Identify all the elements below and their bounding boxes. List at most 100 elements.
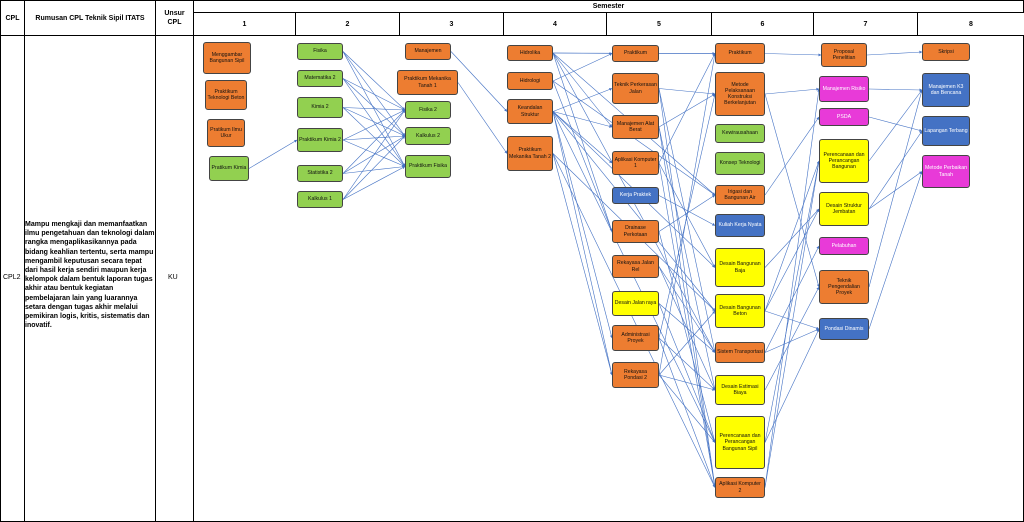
edge-s2d-s3d <box>342 134 406 141</box>
edge-s6h-s7h <box>764 310 820 330</box>
edge-s3a-s4c <box>450 51 508 112</box>
course-node-s6c: Kewirausahaan <box>715 124 765 143</box>
edge-s2f-s3e <box>342 166 406 200</box>
course-node-s5e: Kerja Praktek <box>612 187 659 204</box>
edge-s2d-s3c <box>342 109 406 141</box>
edge-s5d-s6l <box>658 162 717 488</box>
course-node-s5g: Rekayasa Jalan Rel <box>612 255 659 278</box>
edge-s2c-s3d <box>342 107 406 137</box>
edge-s3b-s4d <box>457 82 508 154</box>
edge-s2f-s3d <box>342 135 406 200</box>
edge-s4c-s6h <box>552 111 716 312</box>
edge-s7g-s8b <box>868 89 923 288</box>
edge-s5i-s6l <box>658 337 716 488</box>
course-node-s5d: Aplikasi Komputer 1 <box>612 151 659 175</box>
course-node-s1a: Menggambar Bangunan Sipil <box>203 42 251 74</box>
edge-s7b-s8b <box>868 88 923 92</box>
edge-s5i-s6j <box>658 337 716 391</box>
edge-s7e-s8d <box>868 171 923 210</box>
course-node-s5j: Rekayasa Pondasi 2 <box>612 362 659 388</box>
course-node-s2c: Kimia 2 <box>297 97 343 118</box>
edge-s6h-s7e <box>764 208 820 312</box>
course-node-s5i: Administrasi Proyek <box>612 325 659 351</box>
edge-s5c-s6j <box>658 126 716 391</box>
course-node-s5c: Manajemen Alat Berat <box>612 115 659 139</box>
edge-s5i-s6b <box>658 93 716 339</box>
course-node-s5a: Praktikum <box>612 45 659 62</box>
unsur-value: KU <box>168 274 178 281</box>
edge-s6h-s7d <box>764 160 820 312</box>
edge-s5b-s6l <box>658 88 717 488</box>
edge-s7a-s8a <box>866 50 923 56</box>
edge-s6b-s7g <box>764 93 820 288</box>
edge-s4a-s5c <box>552 52 613 128</box>
course-node-s6a: Praktikum <box>715 43 765 64</box>
course-node-s1b: Praktikum Teknologi Beton <box>205 80 247 110</box>
course-node-s5f: Drainase Perkotaan <box>612 220 659 243</box>
course-node-s6j: Desain Estimasi Biaya <box>715 375 765 405</box>
edge-s4d-s5j <box>552 153 613 376</box>
course-node-s5b: Teknik Perkerasan Jalan <box>612 73 659 104</box>
course-node-s4d: Praktikum Mekanika Tanah 2 <box>507 136 553 171</box>
edge-s1d-s2d <box>248 139 298 169</box>
edge-s6b-s7b <box>764 87 820 95</box>
edge-s4c-s5c <box>552 111 613 128</box>
course-node-s6h: Desain Bangunan Beton <box>715 294 765 328</box>
cpl-description: Mampu mengkaji dan memanfaatkan ilmu pen… <box>25 221 155 330</box>
course-node-s3a: Manajemen <box>405 43 451 60</box>
edge-s6l-s7d <box>764 160 821 488</box>
course-node-s2e: Statistika 2 <box>297 165 343 182</box>
edge-s6k-s7h <box>764 328 820 443</box>
course-node-s7g: Teknik Pengendalian Proyek <box>819 270 869 304</box>
course-node-s1c: Pratikum Ilmu Ukur <box>207 119 245 147</box>
edge-s6j-s7g <box>764 286 820 391</box>
edge-s7e-s8c <box>868 130 923 210</box>
course-node-s3b: Praktikum Mekanika Tanah 1 <box>397 70 458 95</box>
edge-s2d-s3e <box>342 139 406 167</box>
edge-s2a-s3d <box>342 51 406 137</box>
edge-s4c-s5i <box>552 111 613 339</box>
edge-s4a-s5f <box>552 52 613 232</box>
course-node-s4a: Hidrolika <box>507 45 553 61</box>
course-node-s6f: Kuliah Kerja Nyata <box>715 214 765 237</box>
course-node-s8d: Metode Perbaikan Tanah <box>922 155 970 188</box>
edge-s5j-s6k <box>658 374 716 443</box>
course-node-s7d: Perencanaan dan Perancangan Bangunan <box>819 139 869 183</box>
edge-s6i-s7f <box>764 245 820 353</box>
course-node-s7c: PSDA <box>819 108 869 126</box>
edge-s6a-s7a <box>764 53 822 57</box>
course-node-s8b: Manajemen K3 dan Bencana <box>922 73 970 107</box>
edge-s5j-s6j <box>658 374 716 391</box>
edge-s5f-s6k <box>658 231 716 443</box>
course-node-s8a: Skripsi <box>922 43 970 61</box>
edge-s4c-s5j <box>552 111 613 376</box>
edge-s2b-s3d <box>342 78 406 137</box>
edge-s5g-s6i <box>658 266 716 353</box>
edge-s7d-s8b <box>868 89 923 162</box>
edge-s5b-s6b <box>658 88 716 96</box>
course-node-s7a: Proposal Penelitian <box>821 43 867 67</box>
course-node-s3e: Praktikum Fisika <box>405 155 451 178</box>
edge-s5h-s6k <box>658 303 716 443</box>
edge-s4b-s5f <box>552 80 613 232</box>
course-node-s5h: Desain Jalan raya <box>612 291 659 316</box>
edge-s4c-s5b <box>552 88 613 112</box>
edge-s5g-s6j <box>658 266 716 391</box>
course-node-s3d: Kalkulus 2 <box>405 127 451 145</box>
course-node-s6b: Metode Pelaksanaan Konstruksi Berkelanju… <box>715 72 765 116</box>
edge-s6i-s7h <box>764 328 820 353</box>
edge-s5e-s6f <box>658 195 716 226</box>
edge-s5j-s6a <box>658 53 717 376</box>
edge-s5c-s6b <box>658 93 716 128</box>
edge-s2a-s3c <box>342 51 406 111</box>
course-node-s7b: Manajemen Risiko <box>819 76 869 102</box>
course-node-s6k: Perencanaan dan Perancangan Bangunan Sip… <box>715 416 765 469</box>
course-node-s2f: Kalkulus 1 <box>297 191 343 208</box>
course-node-s6g: Desain Bangunan Baja <box>715 248 765 287</box>
course-node-s7e: Desain Struktur Jembatan <box>819 192 869 226</box>
course-node-s6e: Irigasi dan Bangunan Air <box>715 185 765 205</box>
edge-s5c-s6l <box>658 126 717 488</box>
edge-s2c-s3e <box>342 107 406 167</box>
